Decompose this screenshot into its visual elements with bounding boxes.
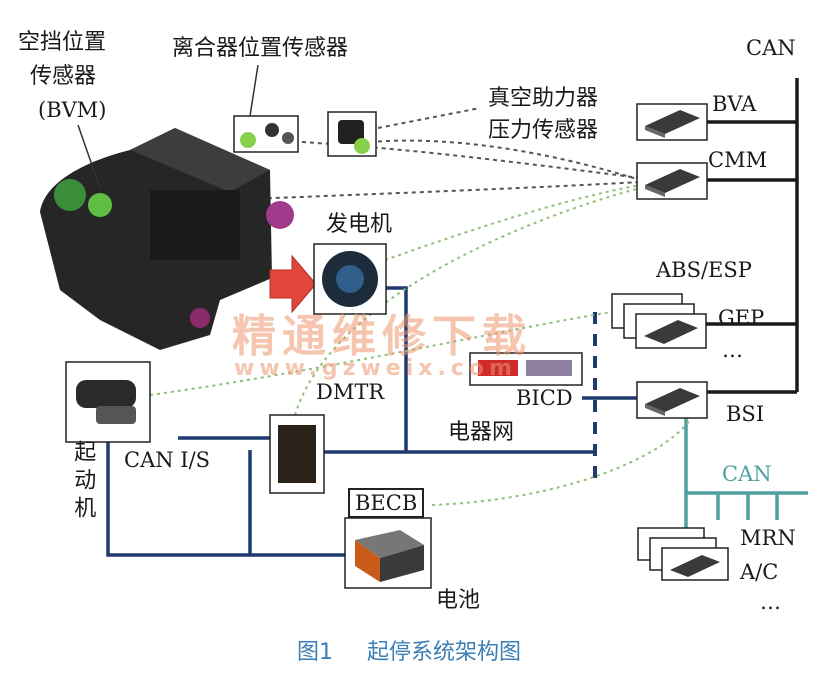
wire-starter-to-battery: [106, 438, 350, 557]
ecu-abs-gep-stack: [611, 293, 707, 349]
ecu-bsi: [636, 381, 708, 419]
vacuum-sensor-label-line1: 真空助力器: [488, 86, 599, 111]
cmm-label: CMM: [708, 148, 768, 172]
generator-label: 发电机: [326, 212, 393, 237]
link-generator-to-cmm: [384, 184, 641, 261]
can-bus: [706, 78, 799, 394]
can-lower-bus: [684, 416, 808, 530]
can-lower-label: CAN: [722, 462, 772, 486]
link-clutch-to-cmm: [261, 139, 641, 179]
starter-image: [65, 361, 151, 443]
clutch-sensor-image: [233, 115, 299, 153]
figure-title: 起停系统架构图: [366, 640, 521, 665]
bva-label: BVA: [712, 92, 757, 116]
link-vacuum-to-cmm: [369, 139, 641, 181]
bvm-label-line3: (BVM): [38, 98, 107, 122]
figure-caption: 图1 起停系统架构图: [0, 634, 818, 666]
battery-label: 电池: [436, 588, 481, 613]
bsi-label: BSI: [726, 402, 765, 426]
starter-label: 起动机: [70, 440, 96, 524]
gep-label: GEP: [718, 306, 765, 330]
becb-label: BECB: [348, 488, 425, 518]
figure-number: 图1: [296, 640, 333, 665]
abs-esp-label: ABS/ESP: [656, 258, 752, 282]
sensor-links: [107, 107, 641, 206]
ecu-bva: [636, 103, 708, 141]
link-starter-to-abs: [149, 311, 613, 396]
mrn-label: MRN: [740, 526, 796, 550]
bvm-label-line1: 空挡位置: [18, 30, 107, 55]
bicd-label: BICD: [516, 386, 573, 410]
more-modules-1: …: [722, 338, 743, 362]
pointer-clutch: [249, 64, 259, 117]
dmtr-image: [269, 414, 325, 494]
pointer-bvm: [77, 124, 101, 189]
can-is-label: CAN I/S: [124, 448, 211, 472]
green-links: [149, 184, 691, 506]
link-dmtr-to-cmm: [294, 187, 641, 416]
power-wires: [106, 286, 638, 557]
link-becb-to-bsi: [431, 419, 691, 506]
clutch-sensor-label: 离合器位置传感器: [172, 36, 349, 61]
link-vacuum-label: [377, 107, 481, 129]
vacuum-sensor-image: [327, 111, 377, 157]
arrow-engine-to-generator: [269, 254, 317, 314]
watermark-text: 精通维修下载: [232, 311, 532, 362]
ac-label: A/C: [740, 560, 779, 584]
can-top-label: CAN: [746, 36, 796, 60]
bicd-image: [469, 352, 583, 386]
vacuum-sensor-label-line2: 压力传感器: [488, 118, 599, 143]
ecu-mrn-stack: [637, 527, 729, 581]
bvm-label-line2: 传感器: [30, 64, 97, 89]
wire-generator-down: [385, 286, 408, 452]
electrical-network-label: 电器网: [448, 420, 515, 445]
dmtr-label: DMTR: [316, 380, 385, 404]
ecu-cmm: [636, 162, 708, 200]
generator-image: [313, 243, 387, 315]
watermark-url: www.gzweix.com: [234, 356, 517, 381]
more-modules-2: …: [760, 590, 781, 614]
battery-image: [344, 517, 432, 589]
